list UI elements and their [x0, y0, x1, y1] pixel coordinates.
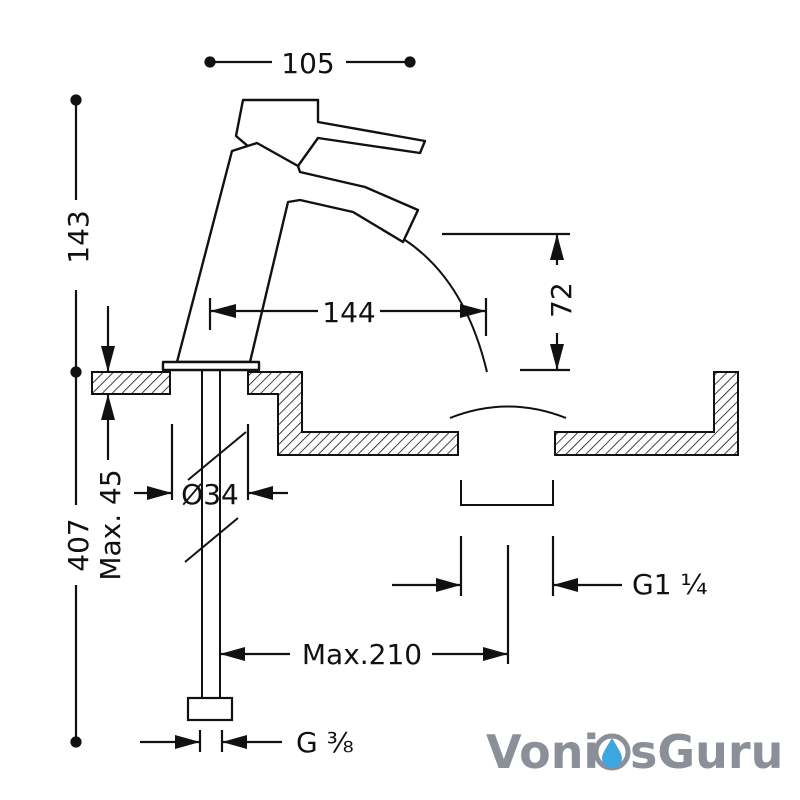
- dimension-total-height-label: 407: [62, 518, 95, 571]
- hose-fitting: [186, 696, 234, 722]
- dimension-deck-thickness: [101, 306, 115, 460]
- dimension-flow-height-label: 72: [545, 282, 578, 318]
- logo-text-end: sGuru: [630, 725, 783, 779]
- faucet-body: [161, 98, 427, 372]
- dimension-spout-reach-label: 144: [322, 296, 375, 329]
- drain-top-curve: [449, 405, 567, 419]
- dimension-hose-thread-label: G ⅜: [296, 726, 354, 759]
- dimension-hole-diameter-label: Ø34: [181, 478, 239, 511]
- dimension-deck-thickness-label: Max. 45: [94, 469, 127, 580]
- countertop-section: [91, 371, 739, 456]
- dimension-hose-thread: [140, 730, 282, 752]
- supply-hose: [184, 370, 247, 698]
- dimension-hole-diameter: [134, 424, 288, 500]
- dimension-spout-height-label: 143: [62, 210, 95, 263]
- dimension-hose-distance-label: Max.210: [302, 638, 422, 671]
- dimension-drain-thread: [392, 536, 622, 596]
- dimension-hose-distance: [220, 545, 510, 664]
- water-flow-arc: [404, 239, 488, 373]
- dimension-drain-thread-label: G1 ¼: [632, 568, 708, 601]
- dimension-top-width: [204, 56, 416, 68]
- dimension-left-vertical: [70, 94, 82, 748]
- dimension-spout-reach: [208, 298, 488, 336]
- dimension-top-width-label: 105: [281, 47, 334, 80]
- brand-logo: Voni sGuru: [486, 725, 783, 779]
- logo-text-start: Voni: [486, 725, 599, 779]
- dimension-flow-height: [442, 232, 570, 372]
- water-drop-icon: [593, 733, 631, 771]
- drain-pipe: [460, 480, 554, 506]
